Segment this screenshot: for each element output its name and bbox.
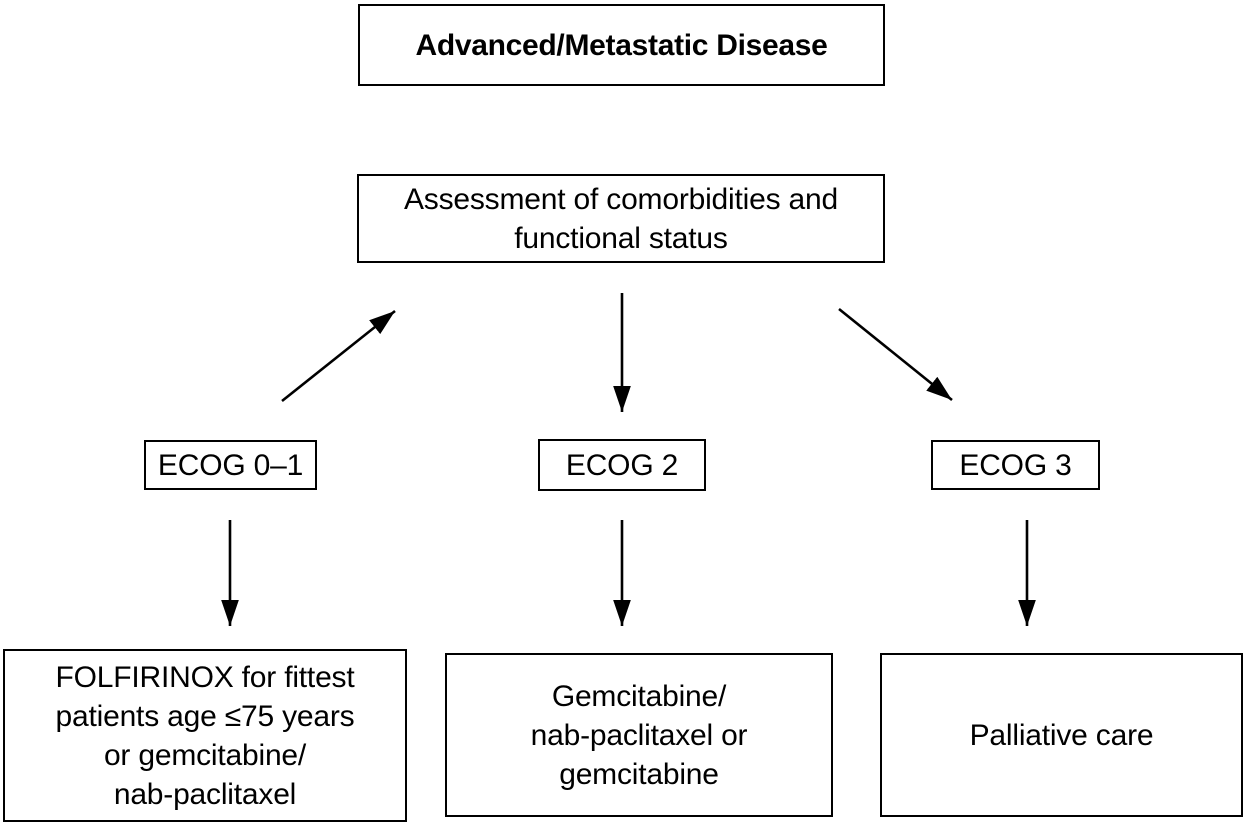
node-ecog-2: ECOG 2 <box>538 439 706 491</box>
node-advanced-metastatic-disease: Advanced/Metastatic Disease <box>358 4 885 86</box>
node-ecog-0-1: ECOG 0–1 <box>144 440 317 490</box>
node-assessment-comorbidities-functional-status: Assessment of comorbidities and function… <box>357 174 885 263</box>
node-treatment-palliative-care: Palliative care <box>880 653 1243 817</box>
arrow-ecog01-to-assessment <box>281 309 396 403</box>
node-treatment-gemcitabine-nab-paclitaxel: Gemcitabine/ nab-paclitaxel or gemcitabi… <box>445 653 833 817</box>
arrow-assessment-to-ecog3 <box>838 307 953 402</box>
node-ecog-3: ECOG 3 <box>931 440 1100 490</box>
node-treatment-folfirinox: FOLFIRINOX for fittest patients age ≤75 … <box>3 649 407 822</box>
